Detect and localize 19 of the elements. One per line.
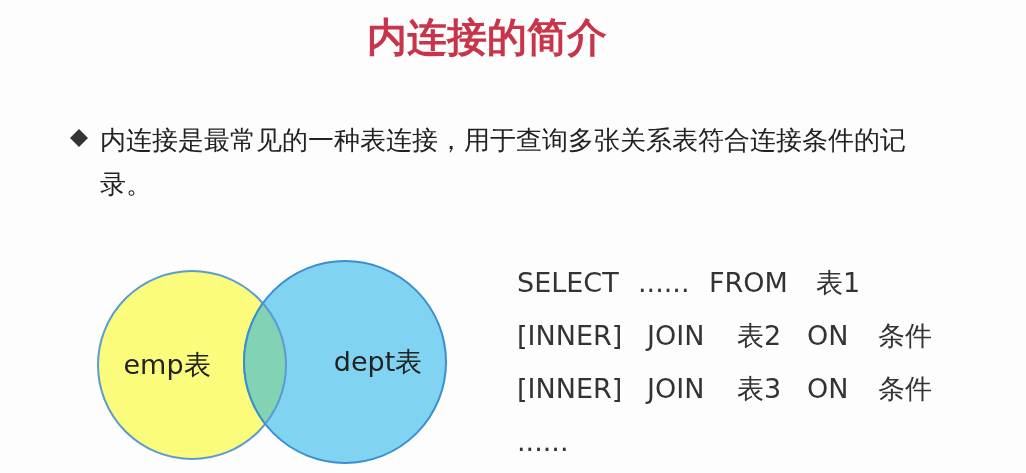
sql-token: [INNER] xyxy=(517,372,623,406)
sql-token: JOIN xyxy=(647,372,705,406)
title: 内连接的简介 xyxy=(366,13,608,62)
sql-token: SELECT xyxy=(517,266,619,300)
sql-token: 条件 xyxy=(878,319,932,353)
sql-token: JOIN xyxy=(647,319,705,353)
sql-token: ON xyxy=(807,319,849,353)
sql-token: 表3 xyxy=(737,372,782,406)
circle-label: dept表 xyxy=(333,345,423,379)
sql-token: ...... xyxy=(517,425,569,459)
sql-token: 条件 xyxy=(878,372,932,406)
sql-token: FROM xyxy=(709,266,788,300)
sql-token: ON xyxy=(807,372,849,406)
circle-label: emp表 xyxy=(123,348,211,382)
sql-token: ...... xyxy=(638,266,690,300)
bullet-text: 内连接是最常见的一种表连接，用于查询多张关系表符合连接条件的记录。 xyxy=(100,124,907,201)
sql-token: [INNER] xyxy=(517,319,623,353)
sql-token: 表2 xyxy=(737,319,782,353)
sql-token: 表1 xyxy=(816,266,861,300)
